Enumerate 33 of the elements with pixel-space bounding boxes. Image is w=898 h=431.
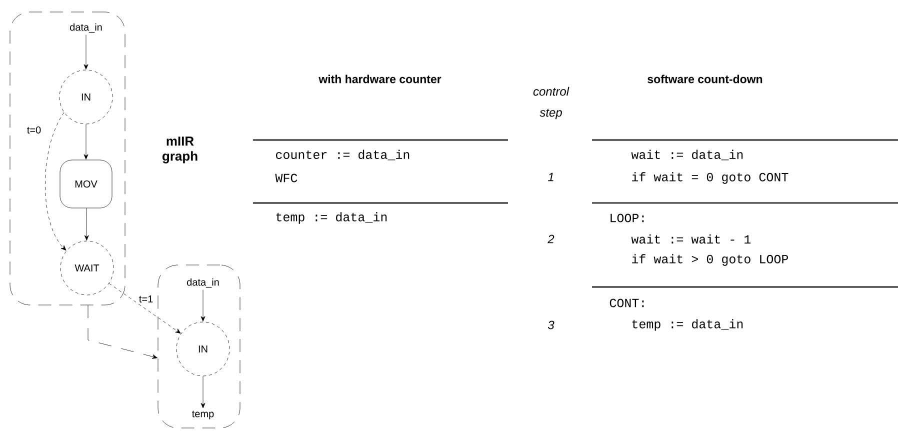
port-label: data_in xyxy=(187,278,219,288)
column-heading: software count-down xyxy=(648,74,762,84)
code-line: temp := data_in xyxy=(276,212,387,224)
arrow xyxy=(108,283,181,334)
operation-box: MOV xyxy=(60,160,112,208)
step-number: 1 xyxy=(548,172,554,182)
arrow xyxy=(84,208,89,240)
group-outline xyxy=(158,264,240,428)
column-heading: control step xyxy=(533,86,570,120)
arrow xyxy=(200,376,206,408)
arrow xyxy=(88,305,158,359)
code-line: wait := data_in xyxy=(631,150,743,160)
step-number: 3 xyxy=(548,320,554,330)
code-line: if wait = 0 goto CONT xyxy=(632,172,788,184)
arrow xyxy=(200,290,206,322)
code-line: temp := data_in xyxy=(632,319,743,331)
column-heading: with hardware counter xyxy=(318,74,442,84)
edge-label: t=0 xyxy=(26,125,42,135)
code-line: CONT: xyxy=(610,298,644,308)
port-label: data_in xyxy=(70,23,102,33)
code-line: wait := wait - 1 xyxy=(631,234,751,244)
port-label: temp xyxy=(192,410,214,420)
arrow xyxy=(84,124,88,160)
group-outline xyxy=(10,12,126,306)
step-number: 2 xyxy=(548,234,554,244)
code-line: WFC xyxy=(275,174,298,182)
code-line: if wait > 0 goto LOOP xyxy=(632,254,788,266)
code-line: counter := data_in xyxy=(276,150,410,160)
edge-label: t=1 xyxy=(138,294,154,304)
arrow xyxy=(84,34,88,70)
code-line: LOOP: xyxy=(610,214,644,222)
arrow xyxy=(45,112,66,251)
graph-title: mIIR graph xyxy=(162,136,198,164)
